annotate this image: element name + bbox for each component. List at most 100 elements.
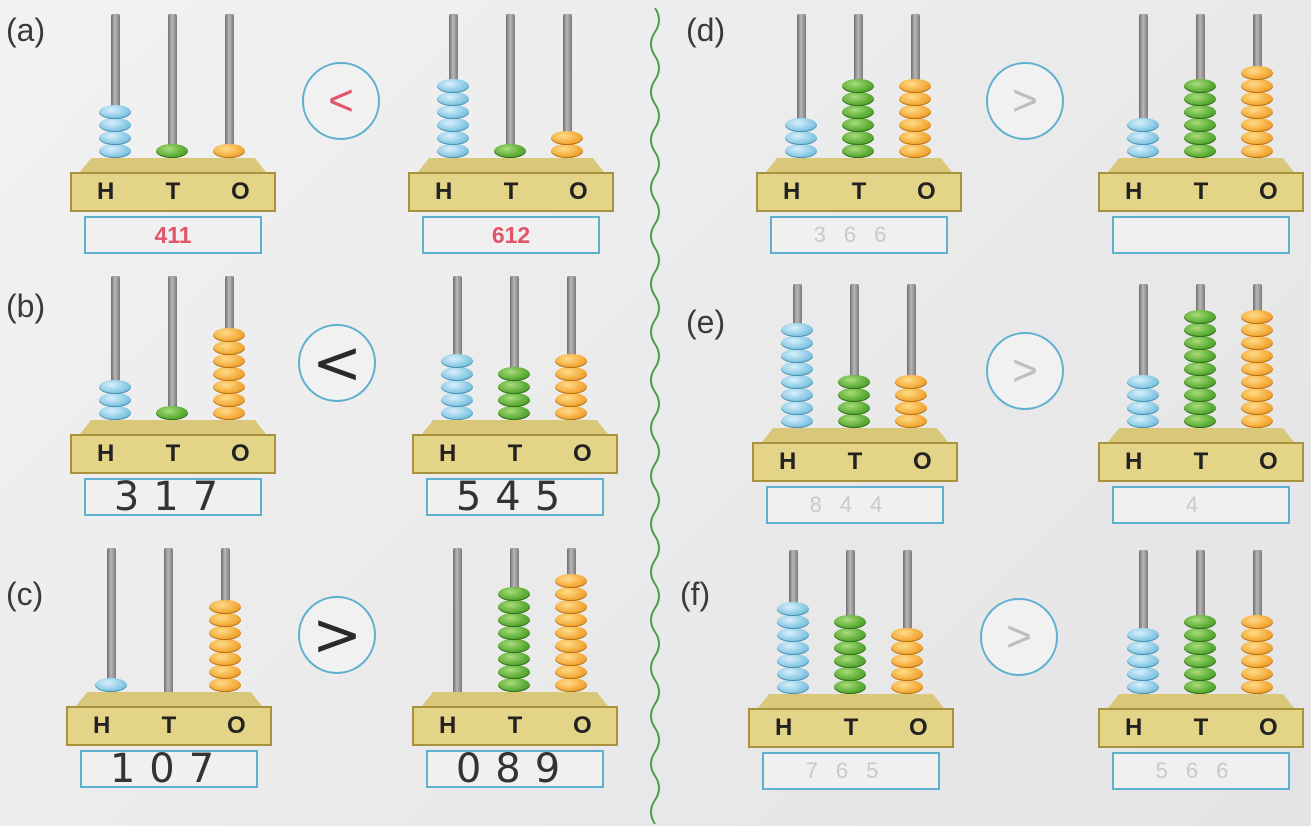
answer-box[interactable]: 317 bbox=[84, 474, 262, 520]
green-bead bbox=[838, 401, 870, 415]
place-value-label: H bbox=[92, 712, 111, 739]
place-value-label: O bbox=[908, 714, 928, 741]
blue-bead bbox=[95, 678, 127, 692]
answer-box[interactable]: 366 bbox=[770, 216, 948, 254]
green-bead bbox=[1184, 323, 1216, 337]
comparison-circle[interactable]: > bbox=[986, 332, 1064, 410]
place-value-label: H bbox=[778, 448, 797, 475]
orange-bead bbox=[209, 652, 241, 666]
orange-bead bbox=[899, 118, 931, 132]
orange-bead bbox=[899, 92, 931, 106]
orange-bead bbox=[1241, 131, 1273, 145]
orange-bead bbox=[555, 393, 587, 407]
place-value-label: H bbox=[1124, 178, 1143, 205]
place-value-label: H bbox=[782, 178, 801, 205]
orange-bead bbox=[551, 144, 583, 158]
answer-box[interactable]: 089 bbox=[426, 746, 604, 792]
place-value-label: O bbox=[912, 448, 932, 475]
answer-box[interactable]: 765 bbox=[762, 752, 940, 790]
answer-box[interactable]: 545 bbox=[426, 474, 604, 520]
orange-bead bbox=[209, 613, 241, 627]
place-value-label: T bbox=[1193, 448, 1209, 475]
orange-bead bbox=[209, 665, 241, 679]
hundreds-rod bbox=[1139, 550, 1148, 700]
hundreds-rod bbox=[1139, 284, 1148, 434]
blue-bead bbox=[437, 105, 469, 119]
green-bead bbox=[498, 393, 530, 407]
orange-bead bbox=[209, 626, 241, 640]
green-bead bbox=[842, 105, 874, 119]
comparison-circle[interactable]: < bbox=[298, 324, 376, 402]
orange-bead bbox=[213, 380, 245, 394]
answer-box[interactable]: 844 bbox=[766, 486, 944, 524]
green-bead bbox=[498, 587, 530, 601]
ones-rod bbox=[567, 276, 576, 426]
blue-bead bbox=[781, 388, 813, 402]
orange-bead bbox=[555, 678, 587, 692]
orange-bead bbox=[899, 79, 931, 93]
comparison-circle[interactable]: > bbox=[298, 596, 376, 674]
orange-bead bbox=[895, 414, 927, 428]
orange-bead bbox=[1241, 641, 1273, 655]
abacus-base-top bbox=[422, 692, 608, 706]
green-bead bbox=[1184, 92, 1216, 106]
abacus-base-top bbox=[1108, 158, 1294, 172]
answer-box[interactable]: 4 bbox=[1112, 486, 1290, 524]
question-label: (e) bbox=[686, 304, 726, 340]
comparison-circle[interactable]: > bbox=[986, 62, 1064, 140]
abacus-base-top bbox=[418, 158, 604, 172]
green-bead bbox=[838, 388, 870, 402]
question-label: (a) bbox=[6, 12, 46, 48]
blue-bead bbox=[437, 131, 469, 145]
abacus-base-top bbox=[762, 428, 948, 442]
tens-rod bbox=[164, 548, 173, 698]
green-bead bbox=[498, 613, 530, 627]
place-value-label: H bbox=[438, 440, 457, 467]
tens-rod bbox=[510, 276, 519, 426]
green-bead bbox=[834, 615, 866, 629]
answer-box[interactable]: 411 bbox=[84, 216, 262, 254]
orange-bead bbox=[1241, 336, 1273, 350]
orange-bead bbox=[209, 678, 241, 692]
blue-bead bbox=[1127, 654, 1159, 668]
blue-bead bbox=[441, 393, 473, 407]
comparison-circle[interactable]: < bbox=[302, 62, 380, 140]
orange-bead bbox=[891, 628, 923, 642]
orange-bead bbox=[555, 406, 587, 420]
orange-bead bbox=[1241, 144, 1273, 158]
orange-bead bbox=[899, 144, 931, 158]
abacus-base-top bbox=[80, 420, 266, 434]
green-bead bbox=[498, 639, 530, 653]
orange-bead bbox=[1241, 310, 1273, 324]
blue-bead bbox=[781, 401, 813, 415]
blue-bead bbox=[99, 144, 131, 158]
hundreds-rod bbox=[797, 14, 806, 164]
ones-rod bbox=[907, 284, 916, 434]
answer-box[interactable]: 566 bbox=[1112, 752, 1290, 790]
place-value-label: T bbox=[1193, 714, 1209, 741]
blue-bead bbox=[99, 105, 131, 119]
orange-bead bbox=[555, 600, 587, 614]
comparison-circle[interactable]: > bbox=[980, 598, 1058, 676]
orange-bead bbox=[1241, 79, 1273, 93]
green-bead bbox=[498, 678, 530, 692]
orange-bead bbox=[555, 574, 587, 588]
answer-box[interactable]: 107 bbox=[80, 746, 258, 792]
tens-rod bbox=[168, 276, 177, 426]
place-value-label: T bbox=[847, 448, 863, 475]
green-bead bbox=[834, 680, 866, 694]
blue-bead bbox=[1127, 641, 1159, 655]
answer-box[interactable] bbox=[1112, 216, 1290, 254]
hundreds-rod bbox=[453, 276, 462, 426]
blue-bead bbox=[441, 354, 473, 368]
answer-box[interactable]: 612 bbox=[422, 216, 600, 254]
orange-bead bbox=[213, 328, 245, 342]
